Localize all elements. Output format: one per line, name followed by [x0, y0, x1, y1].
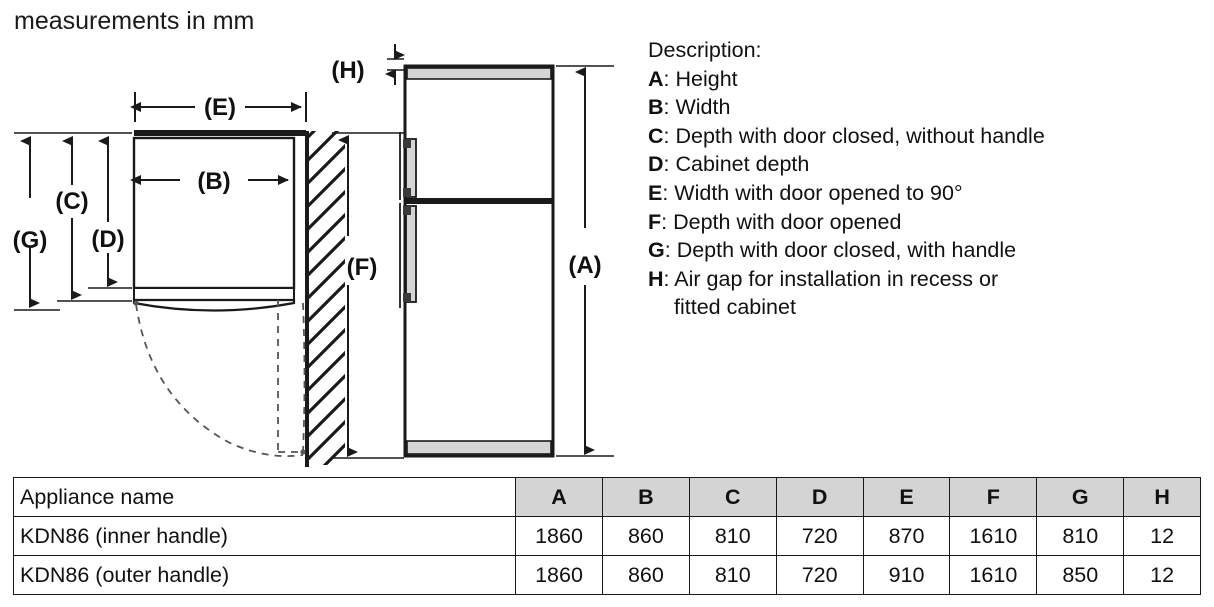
dimension-label-H: (H) — [331, 57, 364, 84]
description-block: Description: A: Height B: Width C: Depth… — [648, 36, 1188, 322]
description-text-c: Depth with door closed, without handle — [675, 123, 1045, 148]
dimension-label-E: (E) — [204, 94, 236, 121]
dimension-E: (E) — [130, 92, 307, 122]
description-heading: Description: — [648, 38, 762, 62]
cell-value-c: 810 — [688, 516, 777, 556]
column-header-appliance-name: Appliance name — [12, 477, 517, 517]
cell-value-c: 810 — [688, 555, 777, 595]
cell-value-e: 910 — [862, 555, 951, 595]
dimension-G: (G) — [13, 136, 48, 308]
cell-value-b: 860 — [601, 516, 690, 556]
description-text-h-cont: fitted cabinet — [674, 295, 796, 320]
description-sep-g: : — [664, 238, 677, 263]
column-header-d: D — [775, 477, 864, 517]
dimension-diagram: (E) (B) (G) (C) — [13, 44, 614, 467]
front-view-appliance — [399, 64, 555, 458]
dimension-D: (D) — [91, 136, 125, 287]
description-text-h: Air gap for installation in recess or — [674, 266, 999, 291]
specification-table-wrapper: Appliance name A B C D E F G H KDN86 (in… — [12, 477, 1201, 595]
cell-value-b: 860 — [601, 555, 690, 595]
description-key-c: C — [648, 123, 664, 148]
description-item-b: B: Width — [648, 93, 1188, 122]
description-sep-f: : — [661, 209, 674, 234]
wall-hatching — [305, 131, 345, 467]
cell-value-a: 1860 — [515, 516, 603, 556]
top-view-appliance — [132, 130, 306, 312]
description-key-e: E — [648, 180, 663, 205]
dimension-label-A: (A) — [568, 252, 601, 279]
description-key-a: A — [648, 66, 664, 91]
table-row: KDN86 (inner handle) 1860 860 810 720 87… — [12, 516, 1201, 556]
table-row: KDN86 (outer handle) 1860 860 810 720 91… — [12, 555, 1201, 595]
cell-value-g: 810 — [1036, 516, 1125, 556]
dimension-F: (F) — [332, 132, 404, 459]
column-header-h: H — [1123, 477, 1201, 517]
description-item-f: F: Depth with door opened — [648, 208, 1188, 237]
dimension-label-D: (D) — [91, 226, 124, 253]
dimension-A: (A) — [556, 65, 614, 457]
column-header-b: B — [601, 477, 690, 517]
description-text-g: Depth with door closed, with handle — [676, 238, 1017, 263]
cell-value-e: 870 — [862, 516, 951, 556]
description-key-h: H — [648, 266, 664, 291]
description-item-a: A: Height — [648, 65, 1188, 94]
column-header-c: C — [688, 477, 777, 517]
specification-table: Appliance name A B C D E F G H KDN86 (in… — [12, 477, 1201, 595]
table-header-row: Appliance name A B C D E F G H — [12, 477, 1201, 517]
cell-value-h: 12 — [1123, 516, 1201, 556]
description-key-g: G — [648, 238, 665, 263]
cell-value-d: 720 — [775, 555, 864, 595]
extension-lines-left — [14, 132, 132, 311]
dimension-label-C: (C) — [55, 188, 88, 215]
cell-value-g: 850 — [1036, 555, 1125, 595]
description-sep-h: : — [663, 266, 675, 291]
dimension-label-B: (B) — [197, 168, 230, 195]
dimension-label-G: (G) — [13, 227, 48, 254]
description-key-d: D — [648, 152, 664, 177]
description-item-c: C: Depth with door closed, without handl… — [648, 122, 1188, 151]
dimension-label-F: (F) — [347, 254, 378, 281]
cell-appliance-name: KDN86 (outer handle) — [12, 555, 517, 595]
description-key-f: F — [648, 209, 662, 234]
dimension-C: (C) — [55, 136, 89, 300]
cell-value-f: 1610 — [949, 555, 1038, 595]
door-swing-arc — [135, 300, 306, 458]
description-text-f: Depth with door opened — [673, 209, 902, 234]
description-sep-b: : — [663, 95, 676, 120]
description-item-g: G: Depth with door closed, with handle — [648, 236, 1188, 265]
column-header-a: A — [515, 477, 603, 517]
upper-door-handle — [399, 132, 417, 200]
dimension-B: (B) — [130, 168, 289, 195]
description-text-d: Cabinet depth — [675, 152, 810, 177]
description-item-d: D: Cabinet depth — [648, 150, 1188, 179]
description-sep-c: : — [663, 123, 676, 148]
dimension-H: (H) — [331, 44, 405, 85]
cell-value-a: 1860 — [515, 555, 603, 595]
description-key-b: B — [648, 95, 664, 120]
description-text-a: Height — [675, 66, 738, 91]
lower-door-handle — [399, 203, 417, 308]
description-sep-d: : — [663, 152, 676, 177]
column-header-e: E — [862, 477, 951, 517]
description-item-e: E: Width with door opened to 90° — [648, 179, 1188, 208]
column-header-f: F — [949, 477, 1038, 517]
cell-appliance-name: KDN86 (inner handle) — [12, 516, 517, 556]
description-sep-e: : — [662, 180, 675, 205]
description-item-h: H: Air gap for installation in recess or… — [648, 265, 1188, 322]
cell-value-d: 720 — [775, 516, 864, 556]
page-title: measurements in mm — [14, 7, 255, 35]
column-header-g: G — [1036, 477, 1125, 517]
description-text-b: Width — [675, 95, 731, 120]
cell-value-h: 12 — [1123, 555, 1201, 595]
description-text-e: Width with door opened to 90° — [674, 180, 963, 205]
door-swing-endpoint — [300, 449, 306, 455]
description-sep-a: : — [663, 66, 676, 91]
cell-value-f: 1610 — [949, 516, 1038, 556]
